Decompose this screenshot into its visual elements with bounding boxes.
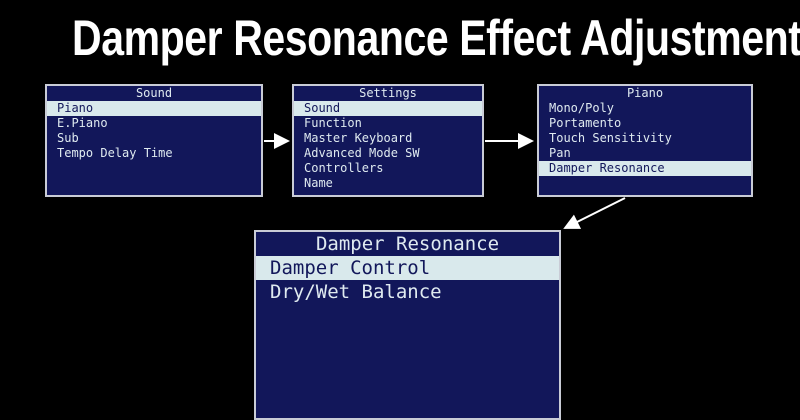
settings-menu-panel: Settings Sound Function Master Keyboard … bbox=[292, 84, 484, 197]
menu-item-name[interactable]: Name bbox=[304, 176, 333, 190]
menu-item-touch-sensitivity[interactable]: Touch Sensitivity bbox=[549, 131, 672, 145]
menu-header: Settings bbox=[359, 86, 417, 100]
menu-item-dry-wet-balance[interactable]: Dry/Wet Balance bbox=[270, 281, 442, 303]
menu-item-e-piano[interactable]: E.Piano bbox=[57, 116, 108, 130]
menu-item-mono-poly[interactable]: Mono/Poly bbox=[549, 101, 615, 115]
menu-item-piano[interactable]: Piano bbox=[47, 101, 261, 116]
sound-menu-panel: Sound Piano E.Piano Sub Tempo Delay Time bbox=[45, 84, 263, 197]
page-title: Damper Resonance Effect Adjustment bbox=[72, 10, 800, 66]
menu-item-pan[interactable]: Pan bbox=[549, 146, 571, 160]
menu-item-master-keyboard[interactable]: Master Keyboard bbox=[304, 131, 413, 145]
menu-header: Piano bbox=[626, 86, 664, 100]
menu-item-function[interactable]: Function bbox=[304, 116, 362, 130]
menu-item-controllers[interactable]: Controllers bbox=[304, 161, 384, 175]
menu-item-damper-resonance[interactable]: Damper Resonance bbox=[539, 161, 751, 176]
menu-item-tempo-delay-time[interactable]: Tempo Delay Time bbox=[57, 146, 173, 160]
menu-item-sound[interactable]: Sound bbox=[294, 101, 482, 116]
menu-header: Damper Resonance bbox=[315, 233, 500, 255]
damper-resonance-panel: Damper Resonance Damper Control Dry/Wet … bbox=[254, 230, 561, 420]
arrow-icon bbox=[563, 197, 626, 229]
menu-item-portamento[interactable]: Portamento bbox=[549, 116, 622, 130]
piano-menu-panel: Piano Mono/Poly Portamento Touch Sensiti… bbox=[537, 84, 753, 197]
menu-item-advanced-mode-sw[interactable]: Advanced Mode SW bbox=[304, 146, 420, 160]
menu-header: Sound bbox=[135, 86, 173, 100]
menu-item-damper-control[interactable]: Damper Control bbox=[256, 256, 559, 280]
menu-item-sub[interactable]: Sub bbox=[57, 131, 79, 145]
